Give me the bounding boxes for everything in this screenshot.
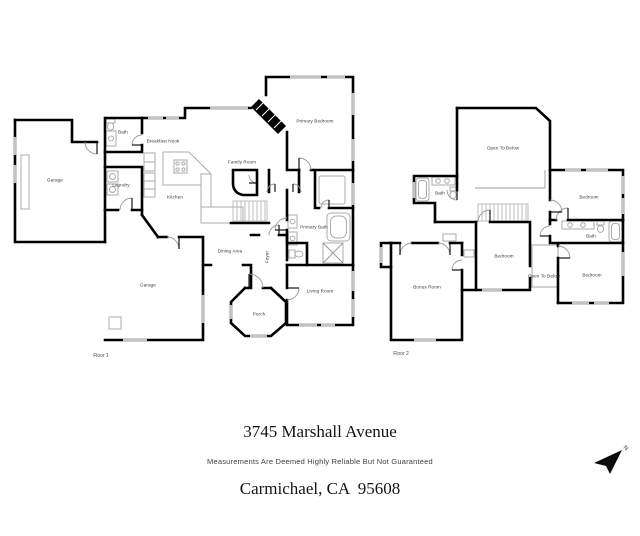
floor1-plan	[13, 75, 355, 342]
room-label-family-room: Family Room	[227, 159, 257, 165]
floor2-fixtures	[415, 176, 623, 258]
floor1-fixtures	[20, 118, 351, 330]
room-label-bath-left: Bath	[435, 190, 445, 196]
floor1-caption: Floor 1	[93, 353, 109, 359]
fireplace	[251, 99, 286, 134]
room-label-kitchen: Kitchen	[166, 194, 184, 200]
room-label-bedroom-se: Bedroom	[582, 272, 602, 278]
floor1-windows	[13, 75, 355, 342]
room-label-porch: Porch	[252, 311, 266, 317]
address-line2: Carmichael, CA 95608	[239, 479, 401, 498]
room-label-bedroom-mid: Bedroom	[494, 253, 514, 259]
room-label-bedroom-ne: Bedroom	[579, 194, 599, 200]
north-arrow-glyph: N	[622, 445, 629, 452]
room-label-open-to-below-small: Open To Below	[527, 273, 561, 279]
floor2-windows	[379, 168, 625, 342]
address-line1: 3745 Marshall Avenue	[243, 422, 397, 441]
floor2-open-rails	[475, 170, 559, 288]
room-label-living-room: Living Room	[306, 288, 334, 294]
floor1-stairs	[232, 200, 268, 222]
floor1-doors	[84, 134, 330, 301]
north-arrow-icon: N	[594, 445, 629, 474]
room-label-bonus-room: Bonus Room	[413, 284, 441, 290]
floor1-walls	[13, 75, 355, 342]
floor2-stairs	[477, 203, 529, 222]
room-label-bath-right: Bath	[586, 233, 596, 239]
floorplan-page: Garage Bath Breakfast Nook Laundry Kitch…	[13, 75, 629, 498]
disclaimer-text: Measurements Are Deemed Highly Reliable …	[207, 457, 433, 466]
room-label-primary-bedroom: Primary Bedroom	[296, 118, 334, 124]
room-label-open-to-below: Open To Below	[486, 145, 520, 151]
room-label-primary-bath: Primary Bath	[300, 224, 328, 230]
room-label-garage-left: Garage	[47, 177, 63, 183]
room-label-laundry: Laundry	[112, 182, 130, 188]
room-label-dining-area: Dining Area	[217, 248, 243, 254]
floor2-plan	[379, 106, 625, 342]
room-label-breakfast-nook: Breakfast Nook	[146, 138, 180, 144]
room-label-bath: Bath	[118, 129, 128, 135]
floor2-caption: Floor 2	[393, 351, 409, 357]
room-label-foyer: Foyer	[264, 250, 270, 264]
floor2-doors	[399, 189, 571, 271]
room-label-garage-lower: Garage	[140, 282, 156, 288]
